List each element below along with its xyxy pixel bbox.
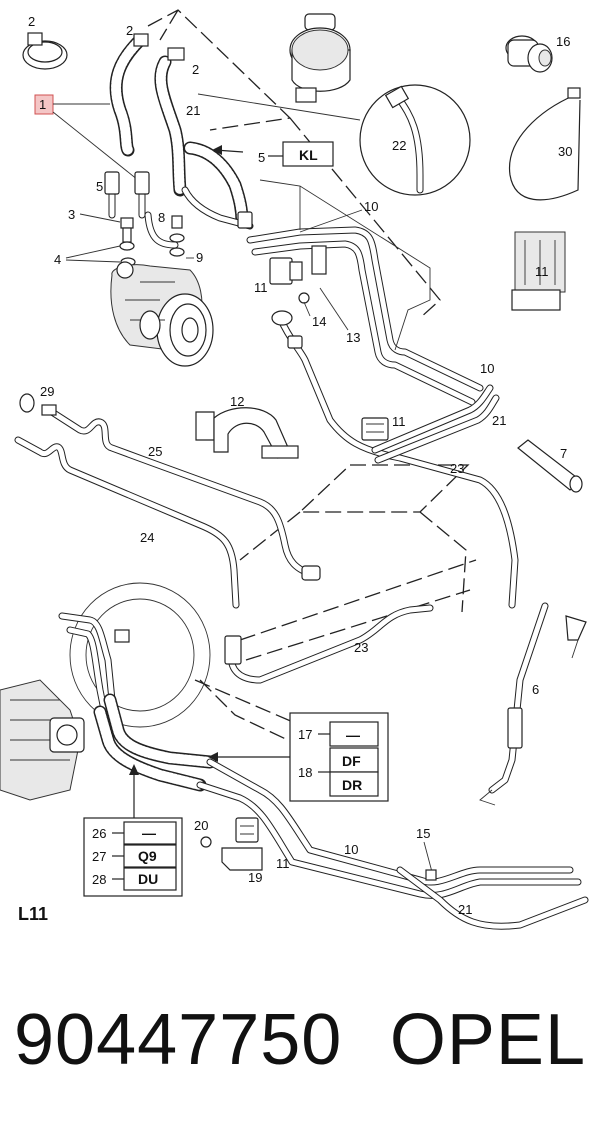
callout-11c: 11 [392, 414, 406, 429]
callout-5b: 5 [96, 179, 103, 194]
highlight-box-1 [34, 94, 54, 115]
rear-outline [194, 559, 477, 761]
callout-21c: 21 [458, 902, 472, 917]
callout-6: 6 [532, 682, 539, 697]
parts-diagram: 2 1 2 2 21 22 16 30 5 KL [0, 9, 589, 930]
hose-clamp-2 [22, 32, 68, 70]
code-28: DU [138, 871, 158, 887]
callout-3: 3 [68, 207, 75, 222]
leader-21 [197, 93, 361, 121]
callout-23a: 23 [450, 461, 464, 476]
callout-14: 14 [312, 314, 326, 329]
code-kl: KL [299, 147, 318, 163]
part-number: 90447750 [14, 1000, 343, 1080]
banjo-bolts [119, 217, 136, 267]
brand-name: OPEL [389, 1000, 586, 1080]
callout-21a: 21 [186, 103, 200, 118]
callout-2: 2 [28, 14, 35, 29]
callout-25: 25 [148, 444, 162, 459]
callout-16: 16 [556, 34, 570, 49]
clamp-small [133, 33, 149, 47]
pipe-clip-11-upper [269, 245, 327, 285]
pipe-24 [14, 436, 240, 609]
callout-9: 9 [196, 250, 203, 265]
clamp-small-2 [167, 47, 185, 61]
pipe-clip-11-lower [235, 817, 259, 843]
engine-bay-frame [147, 9, 441, 319]
cable-tie-30 [508, 94, 581, 201]
callout-5: 5 [258, 150, 265, 165]
o-ring-29 [19, 393, 35, 413]
callout-29: 29 [40, 384, 54, 399]
pipe-clamp-12 [195, 407, 299, 459]
callout-7: 7 [560, 446, 567, 461]
code-num-28: 28 [92, 872, 106, 887]
code-box-kl [282, 141, 334, 167]
callout-21b: 21 [492, 413, 506, 428]
subframe-outline [239, 464, 470, 613]
callout-20: 20 [194, 818, 208, 833]
callout-24: 24 [140, 530, 154, 545]
fluid-reservoir [289, 13, 351, 103]
code-num-26: 26 [92, 826, 106, 841]
callout-8: 8 [158, 210, 165, 225]
protective-sleeve-7 [517, 439, 583, 493]
bracket-19 [221, 847, 263, 871]
pipe-clip-11-mid [361, 417, 389, 441]
callout-2c: 2 [192, 62, 199, 77]
callout-2b: 2 [126, 23, 133, 38]
callout-1: 1 [39, 97, 46, 112]
callout-19: 19 [248, 870, 262, 885]
callout-13: 13 [346, 330, 360, 345]
code-17: — [346, 727, 360, 743]
code-18a: DF [342, 753, 361, 769]
washer-9 [169, 247, 185, 257]
power-steering-pump [110, 261, 214, 367]
callout-10a: 10 [364, 199, 378, 214]
pipe-23-lower [227, 604, 434, 684]
steering-gear [0, 582, 211, 801]
callout-10b: 10 [480, 361, 494, 376]
leader-1 [52, 103, 139, 181]
callout-10c: 10 [344, 842, 358, 857]
callout-23b: 23 [354, 640, 368, 655]
callout-4: 4 [54, 252, 61, 267]
callout-15: 15 [416, 826, 430, 841]
callout-30: 30 [558, 144, 572, 159]
code-num-18: 18 [298, 765, 312, 780]
grommet-16 [505, 35, 553, 73]
callout-11a: 11 [254, 280, 268, 295]
code-18b: DR [342, 777, 362, 793]
callout-12: 12 [230, 394, 244, 409]
callout-11d: 11 [276, 856, 290, 871]
callout-11b: 11 [535, 264, 549, 279]
pipe-clip-11-right [511, 231, 566, 311]
nut-20 [200, 836, 212, 848]
pipe-10-upper-a [246, 226, 484, 392]
code-num-17: 17 [298, 727, 312, 742]
callout-22: 22 [392, 138, 406, 153]
bolt-8 [171, 215, 183, 229]
section-label: L11 [18, 904, 48, 924]
code-26: — [142, 825, 156, 841]
code-num-27: 27 [92, 849, 106, 864]
code-27: Q9 [138, 848, 157, 864]
